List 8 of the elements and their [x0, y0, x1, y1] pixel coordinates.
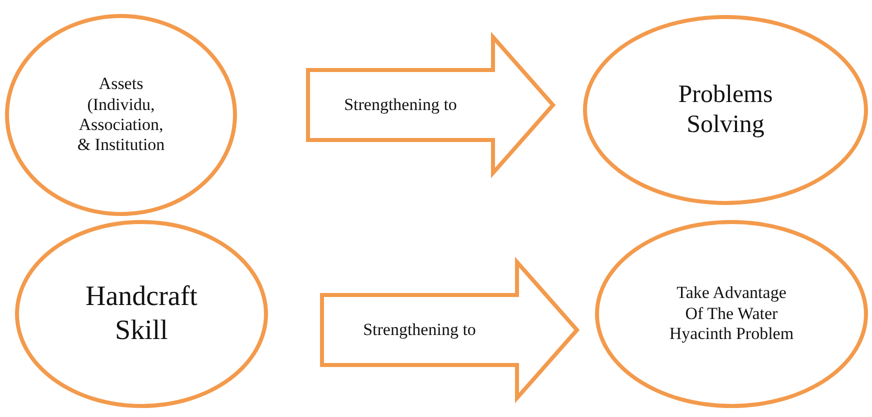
edge-label: Strengthening to: [342, 95, 459, 115]
edge-label: Strengthening to: [361, 320, 478, 340]
block-arrow: [306, 32, 556, 178]
block-arrow: [320, 256, 580, 404]
node-label: Take Advantage Of The Water Hyacinth Problem: [669, 283, 794, 345]
node-label: Assets (Individu, Association, & Institution: [76, 74, 166, 156]
node-label: Handcraft Skill: [84, 280, 198, 348]
node-label: Problems Solving: [677, 80, 774, 140]
